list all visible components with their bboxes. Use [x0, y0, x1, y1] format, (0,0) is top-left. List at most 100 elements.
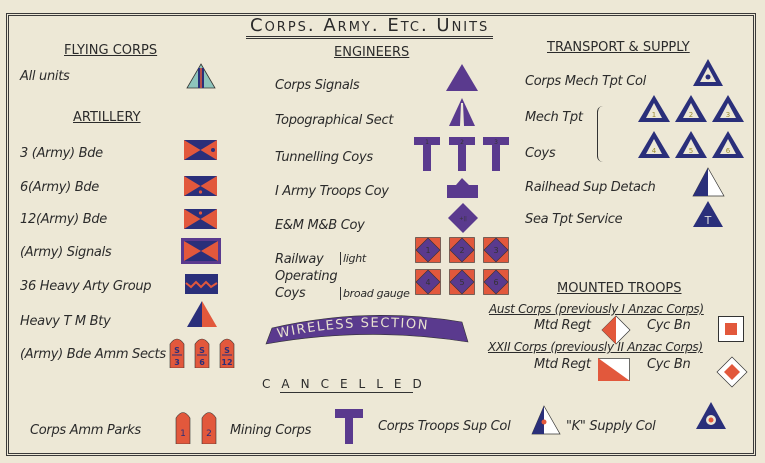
- railway-number: 3: [493, 246, 498, 255]
- svg-text:3: 3: [174, 358, 180, 367]
- label-light: light: [340, 252, 366, 265]
- corps-signals-triangle-icon: [446, 64, 478, 91]
- label-railhead-sup-detach: Railhead Sup Detach: [525, 180, 656, 195]
- label-mining-corps: Mining Corps: [230, 423, 312, 438]
- badge-letter: S: [174, 346, 180, 355]
- railway-squares-icons: 1 2 3 4 5 6: [415, 237, 509, 295]
- mech-tpt-triangle-icon: 5: [675, 131, 707, 158]
- railway-number: 6: [493, 278, 498, 287]
- 12-bde-flag-icon: [184, 209, 217, 229]
- label-aust-corps: Aust Corps (previously I Anzac Corps): [489, 302, 704, 316]
- army-signals-flag-icon: [181, 238, 221, 264]
- mech-tpt-triangle-icon: 4: [638, 131, 670, 158]
- svg-text:+||: +||: [459, 216, 467, 222]
- svg-text:12: 12: [221, 358, 232, 367]
- railway-square-icon: 4: [415, 269, 441, 295]
- label-all-units: All units: [20, 69, 70, 84]
- heavy-arty-wave-icon: [185, 274, 218, 294]
- railway-number: 4: [425, 278, 430, 287]
- label-mech-tpt: Mech Tpt: [525, 110, 583, 125]
- army-troops-coy-icon: [447, 178, 478, 198]
- label-sea-tpt-service: Sea Tpt Service: [525, 212, 623, 227]
- label-bde-amm-sects: (Army) Bde Amm Sects: [20, 347, 166, 362]
- 6-bde-flag-icon: [184, 176, 217, 196]
- 3-bde-flag-icon: [184, 140, 217, 160]
- aust-mtd-regt-diamond-icon: [601, 315, 631, 345]
- svg-text:6: 6: [199, 358, 205, 367]
- label-tunnelling-coys: Tunnelling Coys: [275, 150, 373, 165]
- svg-text:S: S: [199, 346, 205, 355]
- svg-text:2: 2: [206, 429, 212, 439]
- mech-tpt-number: 5: [689, 147, 693, 155]
- label-coys: Coys: [525, 146, 556, 161]
- label-k-supply-col: "K" Supply Col: [566, 419, 656, 434]
- label-3-army-bde: 3 (Army) Bde: [20, 146, 103, 161]
- label-army-troops-coy: I Army Troops Coy: [275, 184, 389, 199]
- label-cyc-bn-aust: Cyc Bn: [647, 318, 691, 333]
- mech-tpt-triangle-icon: 2: [675, 95, 707, 122]
- svg-text:3: 3: [494, 139, 498, 146]
- corps-troops-sup-col-icon: [531, 405, 561, 435]
- mech-tpt-triangle-icon: 6: [712, 131, 744, 158]
- mounted-heading: MOUNTED TROOPS: [557, 281, 682, 296]
- k-supply-col-triangle-icon: [696, 402, 726, 429]
- xxii-mtd-regt-flag-icon: [598, 358, 630, 381]
- mech-tpt-triangle-icon: 1: [638, 95, 670, 122]
- railway-number: 2: [459, 246, 464, 255]
- railway-number: 5: [459, 278, 464, 287]
- railway-square-icon: 5: [449, 269, 475, 295]
- mech-tpt-number: 6: [726, 147, 731, 155]
- svg-text:2: 2: [460, 139, 464, 146]
- label-mtd-regt-aust: Mtd Regt: [534, 318, 591, 333]
- label-corps-mech-tpt-col: Corps Mech Tpt Col: [525, 74, 646, 89]
- svg-text:S: S: [224, 346, 230, 355]
- label-broad-gauge: broad gauge: [340, 287, 410, 300]
- railway-square-icon: 3: [483, 237, 509, 263]
- em-mb-diamond-icon: +||: [448, 203, 478, 233]
- wireless-section-banner: WIRELESS SECTION: [265, 314, 469, 345]
- svg-text:1: 1: [425, 139, 429, 146]
- railway-square-icon: 1: [415, 237, 441, 263]
- teal-triangle-icon: [186, 63, 216, 89]
- artillery-heading: ARTILLERY: [73, 110, 141, 125]
- xxii-cyc-bn-diamond-icon: [716, 356, 748, 388]
- label-army-signals: (Army) Signals: [20, 245, 112, 260]
- railhead-triangle-icon: [692, 167, 725, 197]
- cancelled-heading: CANCELLED: [262, 377, 433, 393]
- label-corps-troops-sup-col: Corps Troops Sup Col: [378, 419, 511, 434]
- engineers-heading: ENGINEERS: [334, 45, 410, 60]
- mech-tpt-triangle-icon: 3: [712, 95, 744, 122]
- label-corps-amm-parks: Corps Amm Parks: [30, 423, 141, 438]
- mining-corps-t-icon: [335, 409, 363, 444]
- label-12-army-bde: 12(Army) Bde: [20, 212, 107, 227]
- railway-square-icon: 2: [449, 237, 475, 263]
- label-heavy-tm-bty: Heavy T M Bty: [20, 314, 111, 329]
- mech-tpt-number: 1: [652, 111, 656, 119]
- mech-tpt-number: 4: [652, 147, 657, 155]
- label-xxii-corps: XXII Corps (previously II Anzac Corps): [488, 340, 703, 354]
- aust-cyc-bn-square-icon: [718, 316, 744, 342]
- mech-tpt-number: 2: [689, 111, 693, 119]
- mech-tpt-number: 3: [726, 111, 730, 119]
- amm-sects-badges-icon: S 3 S 6 S 12: [169, 338, 235, 368]
- flying-corps-heading: FLYING CORPS: [64, 43, 158, 58]
- sea-tpt-triangle-icon: T: [693, 201, 723, 227]
- brace: [597, 106, 604, 162]
- page-title: Corps. Army. Etc. Units: [246, 15, 494, 39]
- label-corps-signals: Corps Signals: [275, 78, 360, 93]
- tunnelling-t-icons: 1 2 3: [414, 137, 509, 171]
- label-6-army-bde: 6(Army) Bde: [20, 180, 100, 195]
- sea-tpt-mark: T: [704, 214, 712, 227]
- label-em-mb-coy: E&M M&B Coy: [275, 218, 365, 233]
- heavy-tm-triangle-icon: [187, 301, 217, 327]
- railway-square-icon: 6: [483, 269, 509, 295]
- transport-heading: TRANSPORT & SUPPLY: [547, 40, 690, 55]
- label-36-heavy-arty: 36 Heavy Arty Group: [20, 279, 152, 294]
- svg-text:1: 1: [180, 429, 186, 439]
- label-mtd-regt-xxii: Mtd Regt: [534, 357, 591, 372]
- corps-mech-tpt-triangle-icon: [693, 59, 723, 86]
- railway-number: 1: [425, 246, 430, 255]
